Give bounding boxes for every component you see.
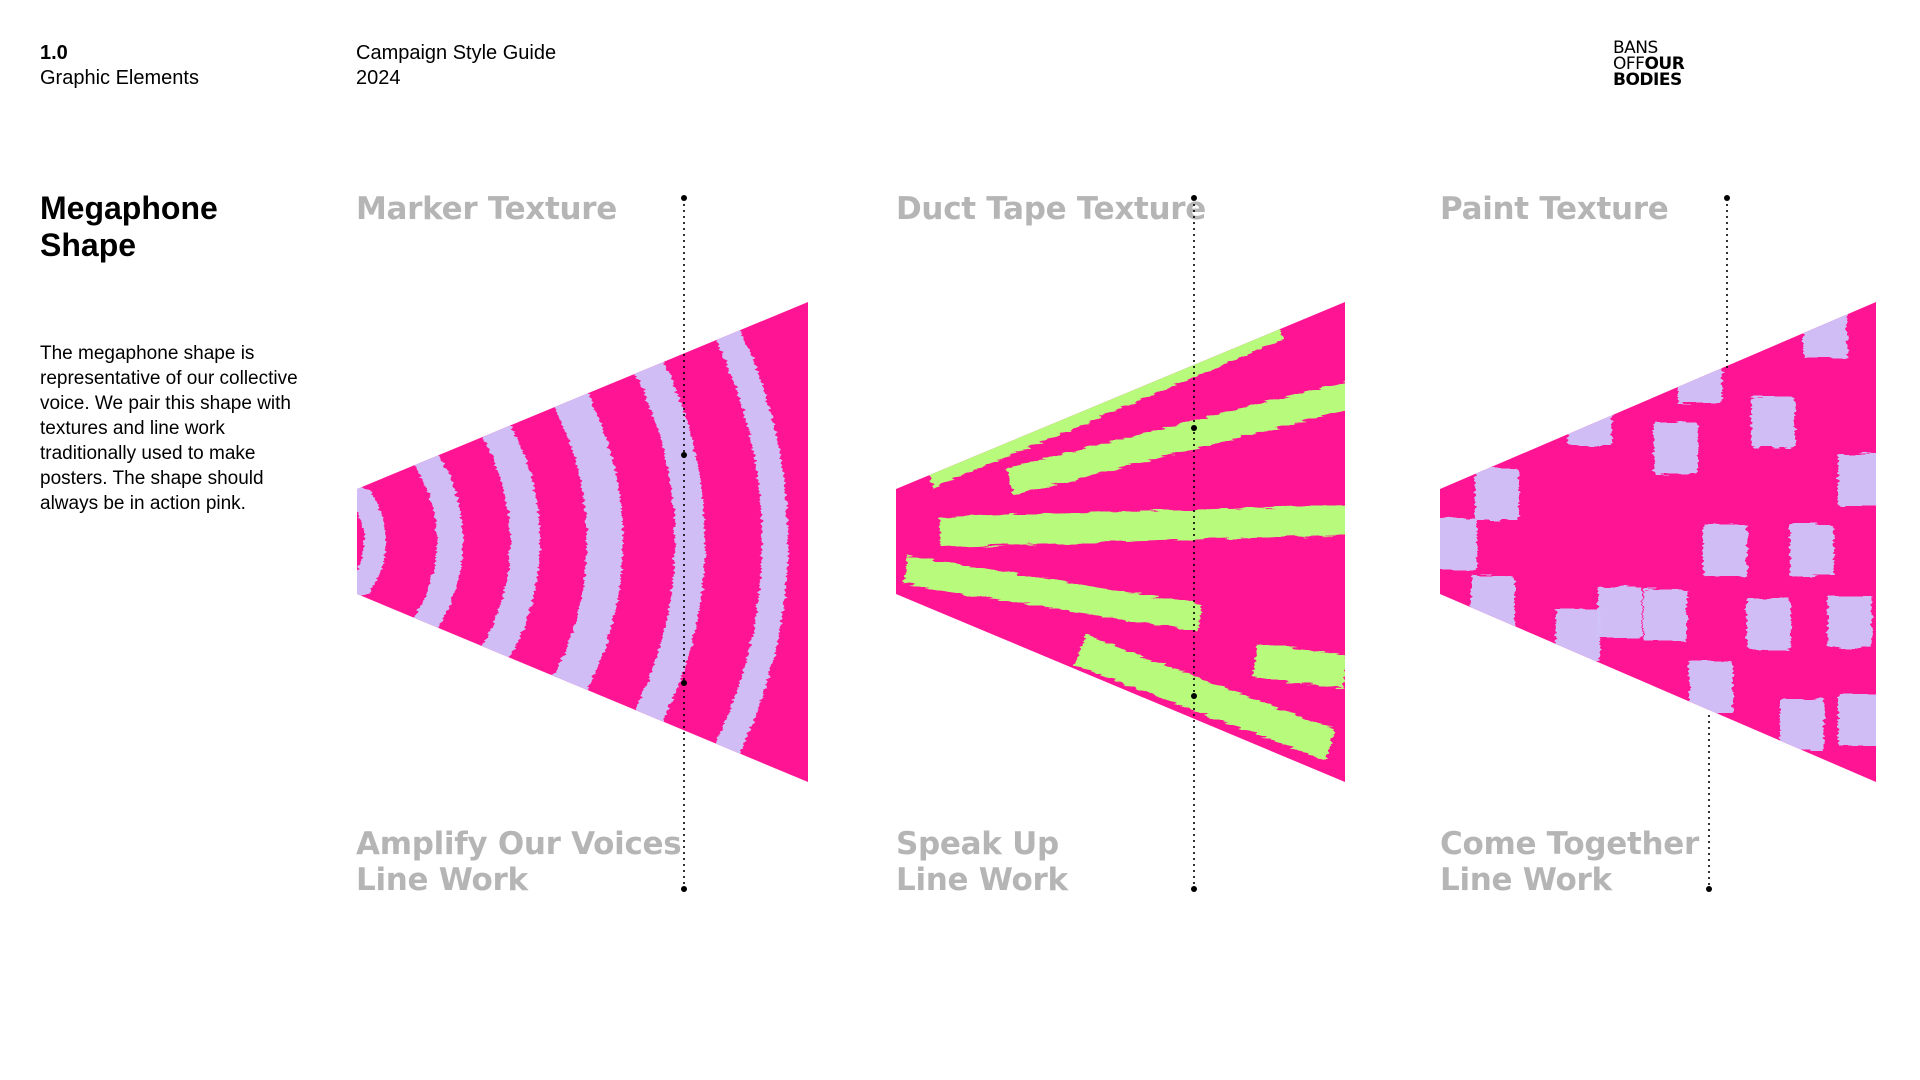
marker-arc	[602, 302, 705, 782]
paint-squares	[1440, 306, 1876, 751]
tape-strip	[926, 320, 1284, 488]
tape-strip	[1074, 635, 1336, 760]
logo-line-3: BODIES	[1613, 70, 1682, 90]
paint-square	[1598, 586, 1642, 638]
guide-dot	[1191, 425, 1197, 431]
section-title-line-2: Shape	[40, 227, 137, 263]
doc-year: 2024	[356, 67, 401, 89]
marker-arc	[409, 440, 463, 642]
panel-2-linework-line-2: Line Work	[896, 862, 1068, 898]
logo-line-1: BANS	[1613, 38, 1658, 58]
guide-dots	[681, 195, 1730, 892]
panel-3-linework-line-2: Line Work	[1440, 862, 1612, 898]
section-description: The megaphone shape is representative of…	[40, 343, 298, 514]
paint-square	[1803, 306, 1847, 358]
doc-title: Campaign Style Guide	[356, 42, 557, 64]
section-name: Graphic Elements	[40, 67, 199, 89]
panel-1-texture-label: Marker Texture	[356, 191, 617, 227]
paint-square	[1568, 394, 1612, 446]
panel-1-linework-label: Amplify Our Voices Line Work	[356, 826, 682, 898]
paint-square	[1838, 694, 1876, 746]
section-number: 1.0	[40, 42, 68, 64]
panel-3-linework-label: Come Together Line Work	[1440, 826, 1699, 898]
paint-square	[1747, 598, 1791, 650]
paint-square	[1703, 524, 1747, 576]
panel-1-linework-line-1: Amplify Our Voices	[356, 826, 682, 862]
dotted-guide-lines	[683, 198, 1728, 889]
guide-dot	[1706, 886, 1712, 892]
tape-strip	[1006, 381, 1345, 496]
marker-arc	[468, 395, 540, 687]
tape-strip	[1252, 643, 1345, 689]
guide-dot	[1191, 693, 1197, 699]
panel-3-linework-line-1: Come Together	[1440, 826, 1700, 862]
paint-square	[1654, 422, 1698, 474]
megaphone-shape-marker	[357, 302, 808, 782]
marker-arc	[357, 486, 386, 596]
guide-dot	[1191, 195, 1197, 201]
section-title-line-1: Megaphone	[40, 190, 218, 226]
paint-square	[1689, 661, 1733, 713]
guide-dot	[1191, 886, 1197, 892]
tape-strip	[939, 505, 1345, 547]
paint-square	[1780, 699, 1824, 751]
logo-line-2b: OUR	[1644, 54, 1685, 74]
guide-dot	[681, 195, 687, 201]
duct-tape-strips	[902, 320, 1345, 760]
paint-square	[1828, 596, 1872, 648]
paint-square	[1838, 454, 1876, 506]
panel-1-linework-line-2: Line Work	[356, 862, 528, 898]
panel-2-texture-label: Duct Tape Texture	[896, 191, 1207, 227]
paint-square	[1790, 524, 1834, 576]
paint-square	[1643, 589, 1687, 641]
paint-square	[1471, 576, 1515, 628]
section-title: Megaphone Shape	[40, 190, 300, 264]
marker-arcs	[357, 302, 788, 782]
marker-arc	[673, 302, 788, 782]
paint-square	[1556, 609, 1600, 661]
logo-line-2a: OFF	[1613, 54, 1645, 74]
guide-dot	[681, 886, 687, 892]
paint-square	[1475, 468, 1519, 520]
megaphone-shape-paint	[1440, 302, 1876, 782]
megaphone-shape-duct-tape	[896, 302, 1345, 782]
guide-dot	[681, 452, 687, 458]
marker-arc	[530, 345, 623, 737]
paint-square	[1678, 351, 1722, 403]
guide-dot	[1724, 195, 1730, 201]
panel-2-linework-label: Speak Up Line Work	[896, 826, 1068, 898]
panel-3-texture-label: Paint Texture	[1440, 191, 1669, 227]
brand-logo: BANS OFFOUR BODIES	[1613, 38, 1685, 90]
megaphone-1-body	[357, 302, 808, 782]
guide-dot	[681, 680, 687, 686]
paint-square	[1440, 518, 1477, 570]
tape-strip	[902, 556, 1203, 632]
paint-square	[1751, 396, 1795, 448]
panel-2-linework-line-1: Speak Up	[896, 826, 1059, 862]
